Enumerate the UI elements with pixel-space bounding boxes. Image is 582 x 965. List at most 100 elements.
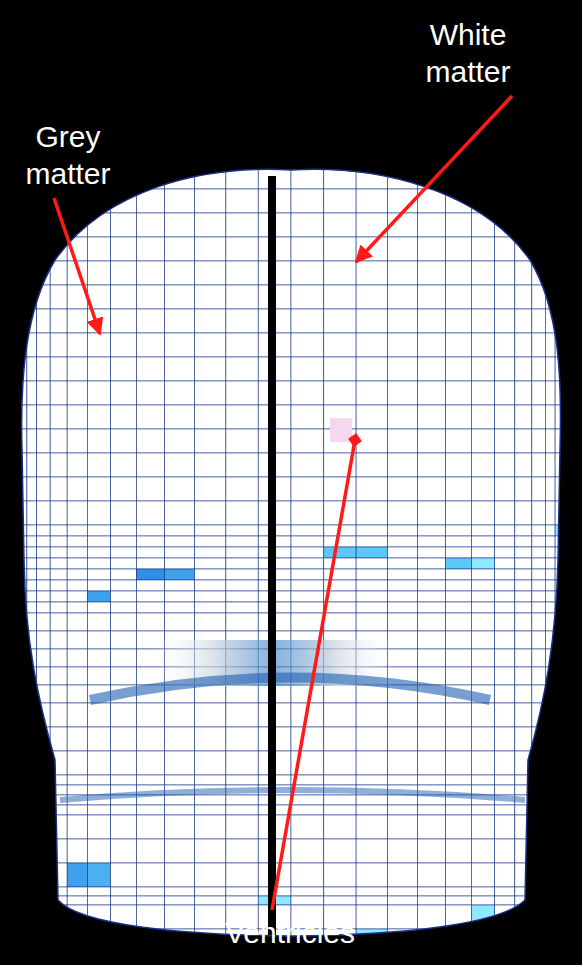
mesh-cell bbox=[545, 547, 555, 558]
mesh-cell bbox=[471, 333, 494, 357]
mesh-cell bbox=[291, 795, 324, 805]
mesh-cell bbox=[195, 381, 226, 405]
mesh-cell bbox=[136, 815, 164, 839]
mesh-cell bbox=[324, 863, 356, 887]
mesh-cell bbox=[21, 795, 27, 805]
mesh-cell bbox=[446, 863, 472, 887]
mesh-cell bbox=[532, 795, 545, 805]
mesh-cell bbox=[324, 727, 356, 751]
mesh-cell bbox=[21, 839, 27, 863]
mesh-cell bbox=[495, 453, 515, 477]
mesh-cell bbox=[324, 477, 356, 501]
mesh-cell bbox=[471, 815, 494, 839]
mesh-cell bbox=[21, 703, 27, 727]
mesh-cell bbox=[532, 453, 545, 477]
mesh-cell bbox=[37, 333, 50, 357]
mesh-cell bbox=[195, 525, 226, 536]
mesh-cell bbox=[226, 591, 258, 602]
mesh-cell bbox=[111, 815, 137, 839]
mesh-cell bbox=[136, 381, 164, 405]
mesh-cell bbox=[87, 477, 110, 501]
mesh-cell bbox=[165, 501, 195, 525]
mesh-cell bbox=[195, 309, 226, 333]
mesh-cell bbox=[27, 703, 37, 727]
mesh-cell bbox=[417, 237, 445, 261]
mesh-cell bbox=[19, 477, 21, 501]
mesh-cell bbox=[19, 896, 21, 905]
mesh-cell bbox=[417, 405, 445, 429]
mesh-cell bbox=[136, 477, 164, 501]
mesh-cell bbox=[495, 929, 515, 940]
mesh-cell bbox=[37, 569, 50, 580]
mesh-cell bbox=[532, 591, 545, 602]
mesh-cell bbox=[165, 569, 195, 580]
mesh-cell bbox=[27, 261, 37, 285]
mesh-cell bbox=[291, 501, 324, 525]
mesh-cell bbox=[515, 165, 532, 189]
mesh-cell bbox=[471, 547, 494, 558]
mesh-cell bbox=[19, 213, 21, 237]
callout-label: Ventricles bbox=[190, 914, 390, 951]
mesh-cell bbox=[111, 805, 137, 815]
mesh-cell bbox=[446, 591, 472, 602]
mesh-cell bbox=[111, 775, 137, 785]
mesh-cell bbox=[19, 580, 21, 591]
mesh-cell bbox=[111, 381, 137, 405]
mesh-cell bbox=[515, 429, 532, 453]
mesh-cell bbox=[50, 929, 67, 940]
mesh-cell bbox=[19, 667, 21, 685]
mesh-cell bbox=[195, 815, 226, 839]
mesh-cell bbox=[561, 285, 563, 309]
mesh-cell bbox=[111, 896, 137, 905]
mesh-cell bbox=[226, 685, 258, 703]
mesh-cell bbox=[532, 887, 545, 896]
mesh-cell bbox=[111, 703, 137, 727]
mesh-cell bbox=[515, 501, 532, 525]
mesh-cell bbox=[37, 477, 50, 501]
mesh-cell bbox=[356, 580, 387, 591]
mesh-cell bbox=[495, 631, 515, 649]
mesh-cell bbox=[87, 501, 110, 525]
mesh-cell bbox=[67, 667, 87, 685]
mesh-cell bbox=[27, 795, 37, 805]
mesh-cell bbox=[561, 863, 563, 887]
mesh-cell bbox=[111, 558, 137, 569]
mesh-cell bbox=[291, 558, 324, 569]
mesh-cell bbox=[555, 727, 561, 751]
mesh-cell bbox=[495, 333, 515, 357]
mesh-cell bbox=[324, 558, 356, 569]
mesh-cell bbox=[136, 333, 164, 357]
mesh-cell bbox=[136, 261, 164, 285]
mesh-cell bbox=[532, 309, 545, 333]
mesh-cell bbox=[195, 536, 226, 547]
mesh-cell bbox=[27, 863, 37, 887]
mesh-cell bbox=[195, 591, 226, 602]
mesh-cell bbox=[291, 569, 324, 580]
mesh-cell bbox=[545, 905, 555, 929]
mesh-cell bbox=[37, 751, 50, 775]
mesh-cell bbox=[561, 685, 563, 703]
mesh-cell bbox=[515, 547, 532, 558]
mesh-cell bbox=[387, 501, 417, 525]
mesh-cell bbox=[545, 775, 555, 785]
mesh-cells bbox=[19, 165, 563, 940]
mesh-cell bbox=[532, 569, 545, 580]
mesh-cell bbox=[195, 613, 226, 631]
mesh-cell bbox=[545, 405, 555, 429]
mesh-cell bbox=[195, 685, 226, 703]
mesh-cell bbox=[19, 685, 21, 703]
mesh-cell bbox=[226, 602, 258, 613]
mesh-cell bbox=[387, 405, 417, 429]
mesh-cell bbox=[27, 405, 37, 429]
mesh-cell bbox=[555, 285, 561, 309]
mesh-cell bbox=[471, 775, 494, 785]
mesh-cell bbox=[515, 805, 532, 815]
mesh-cell bbox=[561, 580, 563, 591]
mesh-cell bbox=[27, 751, 37, 775]
mesh-cell bbox=[291, 357, 324, 381]
mesh-cell bbox=[324, 165, 356, 189]
mesh-cell bbox=[87, 839, 110, 863]
mesh-cell bbox=[226, 569, 258, 580]
mesh-cell bbox=[165, 429, 195, 453]
mesh-cell bbox=[532, 501, 545, 525]
